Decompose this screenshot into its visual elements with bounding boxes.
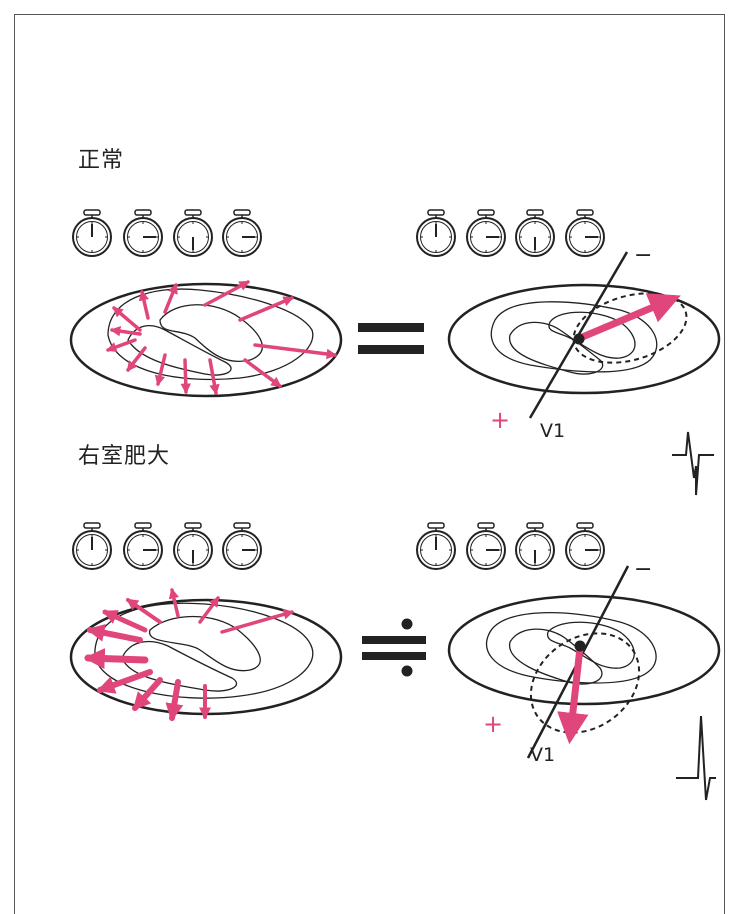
depolarization-vectors-normal [106,280,338,396]
stopwatch-icon [416,522,456,570]
net-vector-normal [578,293,681,342]
plus-sign-rvh: + [483,710,503,738]
stopwatch-icon [173,209,213,257]
page-frame [14,14,725,914]
plus-sign-normal: + [490,406,510,434]
heart-cross-section-normal [69,282,343,398]
section-label-rvh: 右室肥大 [78,438,177,470]
stopwatch-icon [72,522,112,570]
stopwatch-group [72,209,605,570]
origin-dot-normal [573,333,585,345]
section-label-normal: 正常 [78,148,125,173]
lead-label-rvh: V1 [530,744,555,766]
stopwatch-icon [123,209,163,257]
stopwatch-icon [123,522,163,570]
ecg-waveform-icon [676,715,716,801]
vector-loop-normal [572,292,688,364]
ecg-waveform-icon [672,431,714,496]
stopwatch-icon [515,522,555,570]
equals-sign [358,323,424,354]
origin-dot-rvh [574,640,586,652]
stopwatch-icon [173,522,213,570]
stopwatch-icon [466,522,506,570]
stopwatch-icon [416,209,456,257]
net-vector-rvh [557,647,589,745]
stopwatch-icon [565,209,605,257]
stopwatch-icon [515,209,555,257]
stopwatch-icon [222,522,262,570]
minus-sign-rvh: − [634,557,652,582]
stopwatch-icon [222,209,262,257]
approximately-equal-sign [362,618,426,677]
depolarization-vectors-rvh [83,587,295,722]
stopwatch-icon [565,522,605,570]
stopwatch-icon [466,209,506,257]
stopwatch-icon [72,209,112,257]
vector-loop-rvh [529,632,641,734]
heart-cross-section-rvh-net [447,594,721,706]
lead-label-normal: V1 [540,420,565,442]
heart-cross-section-normal-net [447,283,721,395]
minus-sign-normal: − [634,243,652,268]
